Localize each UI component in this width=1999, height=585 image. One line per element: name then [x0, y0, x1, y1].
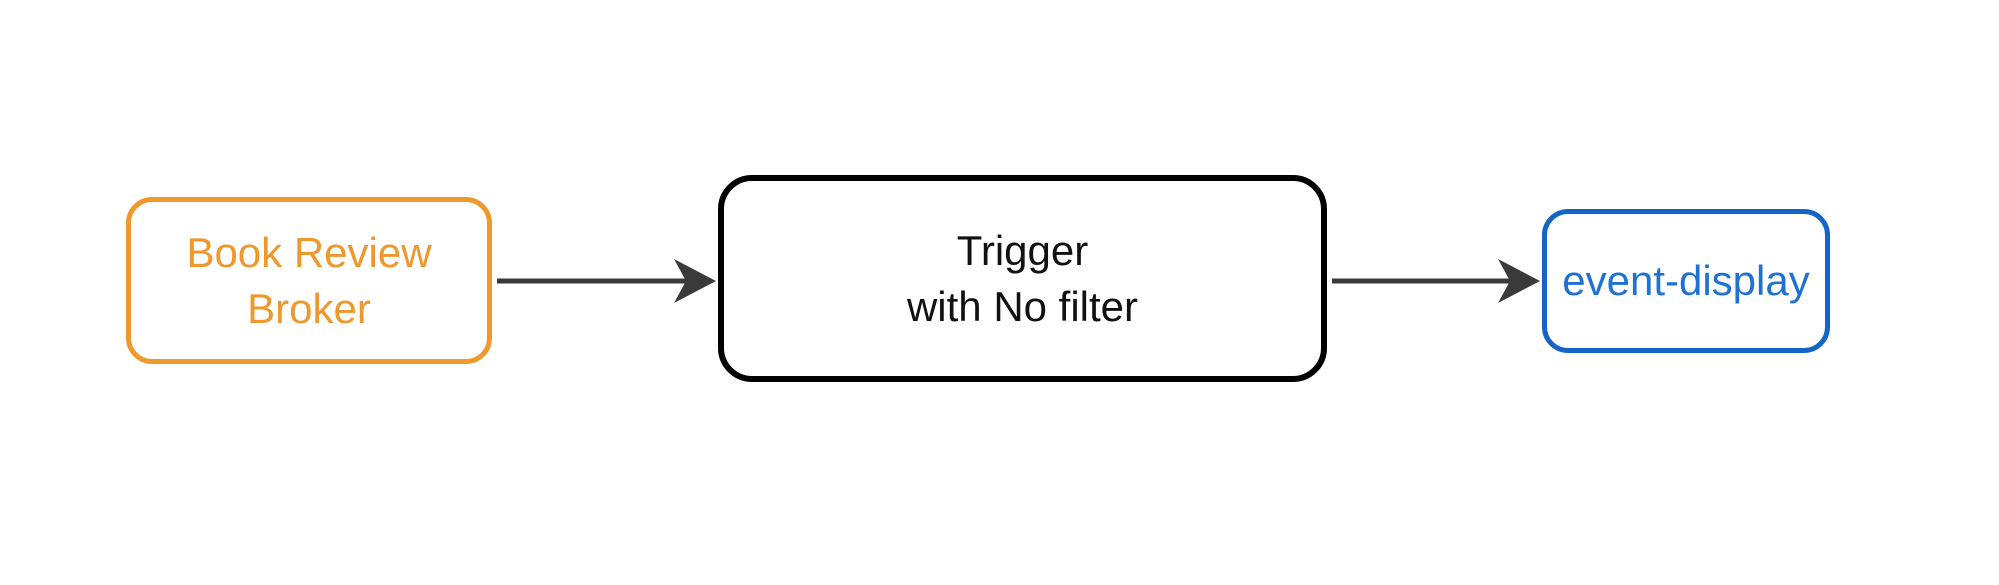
- node-label: event-display: [1562, 257, 1810, 305]
- arrowhead-icon: [674, 259, 716, 303]
- edge-trigger-to-event-display: [1332, 259, 1540, 303]
- node-label: Book Review Broker: [186, 228, 432, 332]
- arrowhead-icon: [1498, 259, 1540, 303]
- node-event-display: event-display: [1542, 209, 1830, 353]
- node-book-review-broker: Book Review Broker: [126, 197, 492, 364]
- edge-broker-to-trigger: [497, 259, 716, 303]
- node-label: Trigger with No filter: [906, 226, 1139, 330]
- node-trigger-with-no-filter: Trigger with No filter: [718, 175, 1327, 382]
